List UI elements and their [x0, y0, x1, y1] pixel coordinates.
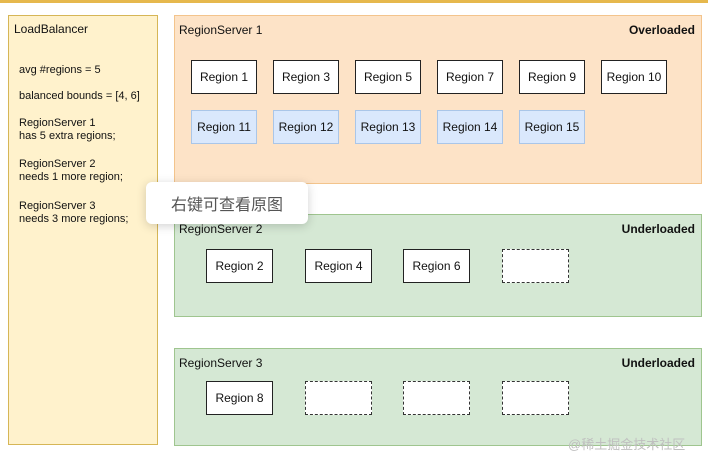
region-box: Region 9: [519, 60, 585, 94]
region-server-3: RegionServer 3 Underloaded Region 8: [174, 348, 702, 446]
region-box: Region 6: [403, 249, 470, 283]
balanced-bounds-text: balanced bounds = [4, 6]: [19, 90, 140, 102]
region-server-3-name: RegionServer 3: [179, 356, 263, 370]
empty-region-slot: [502, 249, 569, 283]
rs1-note-detail: has 5 extra regions;: [19, 130, 116, 142]
region-box: Region 10: [601, 60, 667, 94]
rs1-note-heading: RegionServer 1: [19, 117, 96, 129]
extra-region-box: Region 15: [519, 110, 585, 144]
region-box: Region 7: [437, 60, 503, 94]
top-accent-line: [0, 0, 708, 3]
empty-region-slot: [502, 381, 569, 415]
load-balancer-title: LoadBalancer: [14, 22, 89, 36]
region-server-1-name: RegionServer 1: [179, 23, 263, 37]
view-original-tooltip[interactable]: 右键可查看原图: [146, 182, 308, 224]
load-balancer-panel: LoadBalancer avg #regions = 5 balanced b…: [8, 15, 158, 445]
region-server-2-status: Underloaded: [621, 222, 695, 236]
source-watermark: @稀土掘金技术社区: [568, 437, 686, 452]
region-server-1-status: Overloaded: [628, 23, 695, 37]
extra-region-box: Region 12: [273, 110, 339, 144]
region-box: Region 4: [305, 249, 372, 283]
region-box: Region 5: [355, 60, 421, 94]
rs3-note-heading: RegionServer 3: [19, 200, 96, 212]
empty-region-slot: [305, 381, 372, 415]
region-server-2: RegionServer 2 Underloaded Region 2 Regi…: [174, 214, 702, 317]
region-server-3-status: Underloaded: [621, 356, 695, 370]
rs2-note-detail: needs 1 more region;: [19, 171, 123, 183]
region-box: Region 2: [206, 249, 273, 283]
region-box: Region 3: [273, 60, 339, 94]
region-server-2-name: RegionServer 2: [179, 222, 263, 236]
region-server-1: RegionServer 1 Overloaded Region 1 Regio…: [174, 15, 702, 184]
extra-region-box: Region 13: [355, 110, 421, 144]
region-box: Region 1: [191, 60, 257, 94]
empty-region-slot: [403, 381, 470, 415]
extra-region-box: Region 14: [437, 110, 503, 144]
extra-region-box: Region 11: [191, 110, 257, 144]
region-box: Region 8: [206, 381, 273, 415]
rs2-note-heading: RegionServer 2: [19, 158, 96, 170]
avg-regions-text: avg #regions = 5: [19, 64, 101, 76]
rs3-note-detail: needs 3 more regions;: [19, 213, 129, 225]
